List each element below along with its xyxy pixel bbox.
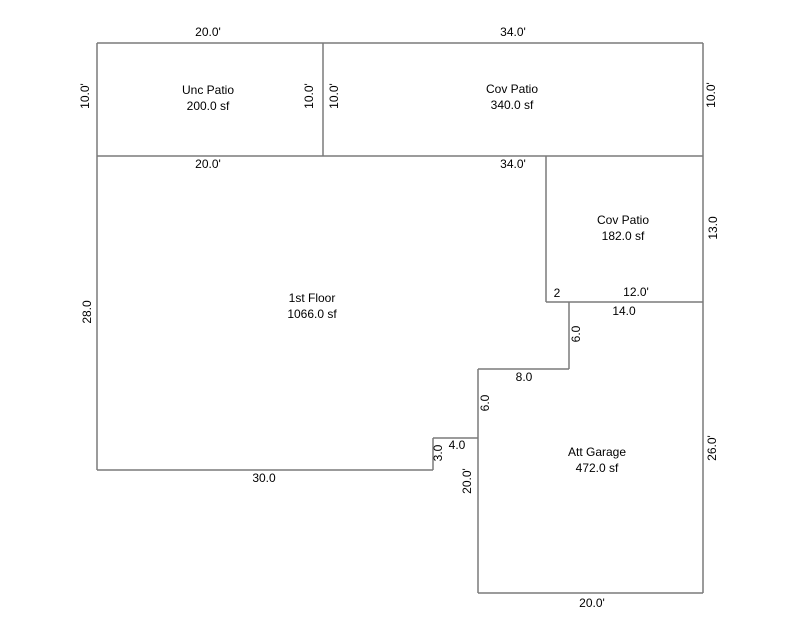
dimension-label: 34.0' <box>500 25 526 39</box>
room-label: Cov Patio 340.0 sf <box>486 81 538 113</box>
room-name: Cov Patio <box>596 213 650 227</box>
wall-lines <box>96 42 704 594</box>
room-area: 472.0 sf <box>575 461 619 475</box>
room-name: Att Garage <box>567 445 627 459</box>
room-label: Unc Patio 200.0 sf <box>182 82 234 114</box>
room-name: Cov Patio <box>485 82 539 96</box>
room-name: Unc Patio <box>181 83 235 97</box>
room-area: 340.0 sf <box>490 98 534 112</box>
room-label: Cov Patio 182.0 sf <box>597 212 649 244</box>
dimension-label: 10.0' <box>704 82 718 108</box>
dimension-label: 6.0 <box>478 394 492 412</box>
dimension-label: 14.0 <box>612 304 636 318</box>
dimension-label: 10.0' <box>327 83 341 109</box>
dimension-label: 30.0 <box>252 471 276 485</box>
dimension-label: 12.0' <box>623 285 649 299</box>
dimension-label: 6.0 <box>569 325 583 343</box>
room-label: Att Garage 472.0 sf <box>568 444 626 476</box>
room-label: 1st Floor 1066.0 sf <box>287 290 336 322</box>
room-area: 1066.0 sf <box>287 307 337 321</box>
dimension-label: 34.0' <box>500 157 526 171</box>
dimension-label: 28.0 <box>80 300 94 324</box>
dimension-label: 26.0' <box>705 435 719 461</box>
dimension-label: 20.0' <box>195 25 221 39</box>
dimension-label: 10.0' <box>302 83 316 109</box>
dimension-label: 4.0 <box>448 438 466 452</box>
dimension-label: 13.0 <box>706 216 720 240</box>
dimension-label: 2 <box>553 286 561 300</box>
dimension-label: 20.0' <box>460 468 474 494</box>
dimension-label: 8.0 <box>515 370 533 384</box>
dimension-label: 10.0' <box>78 83 92 109</box>
room-name: 1st Floor <box>288 291 336 305</box>
room-area: 200.0 sf <box>186 99 230 113</box>
dimension-label: 20.0' <box>195 157 221 171</box>
dimension-label: 20.0' <box>579 596 605 610</box>
dimension-label: 3.0 <box>431 444 445 462</box>
room-area: 182.0 sf <box>601 229 645 243</box>
